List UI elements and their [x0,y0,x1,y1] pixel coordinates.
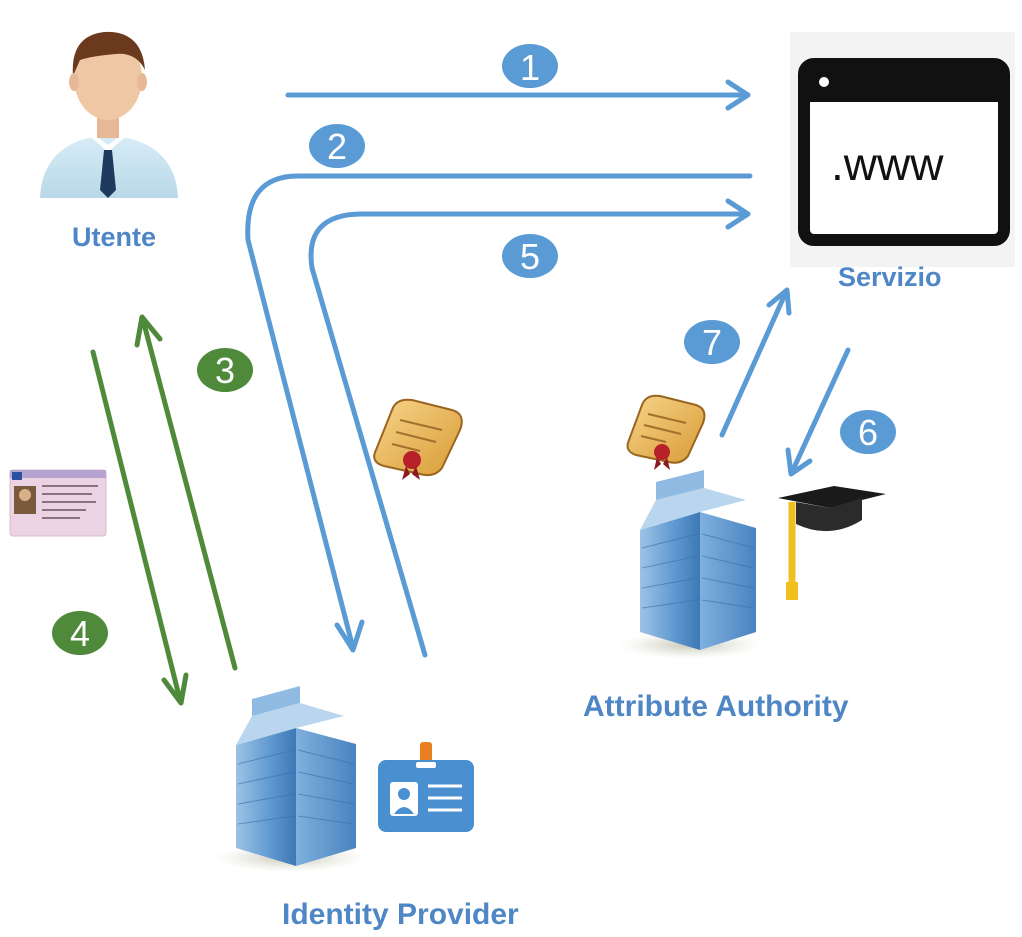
step-badge-1: 1 [502,44,558,88]
step-badge-2: 2 [309,124,365,168]
id-badge-icon [378,742,474,832]
user-avatar-icon [40,31,178,198]
graduation-cap-icon [778,486,886,600]
arrow-step-6 [785,347,851,477]
step-number-6: 6 [858,412,878,453]
browser-window-text: .www [831,138,944,190]
step-badge-3: 3 [197,348,253,392]
step-number-7: 7 [702,322,722,363]
attribute-authority-label: Attribute Authority [583,690,849,723]
office-building-icon [618,470,762,659]
step-badge-4: 4 [52,611,108,655]
step-number-1: 1 [520,47,540,88]
arrow-step-4 [90,349,189,706]
step-badge-6: 6 [840,410,896,454]
identity-provider-label: Identity Provider [282,898,519,931]
step-badge-7: 7 [684,320,740,364]
arrow-step-3 [134,314,238,671]
service-label: Servizio [838,262,942,292]
step-number-5: 5 [520,236,540,277]
browser-window-icon: .www [790,32,1015,267]
step-number-3: 3 [215,350,235,391]
arrow-step-2 [245,173,753,653]
certificate-scroll-icon [373,398,463,480]
user-label: Utente [72,222,157,252]
office-building-icon [214,686,366,872]
id-card-photo-icon [9,469,107,537]
step-badge-5: 5 [502,234,558,278]
step-number-4: 4 [70,613,90,654]
certificate-scroll-icon [626,394,706,470]
arrow-step-7 [719,287,792,438]
arrow-step-5 [308,198,751,658]
arrow-step-1 [285,79,751,111]
step-number-2: 2 [327,126,347,167]
